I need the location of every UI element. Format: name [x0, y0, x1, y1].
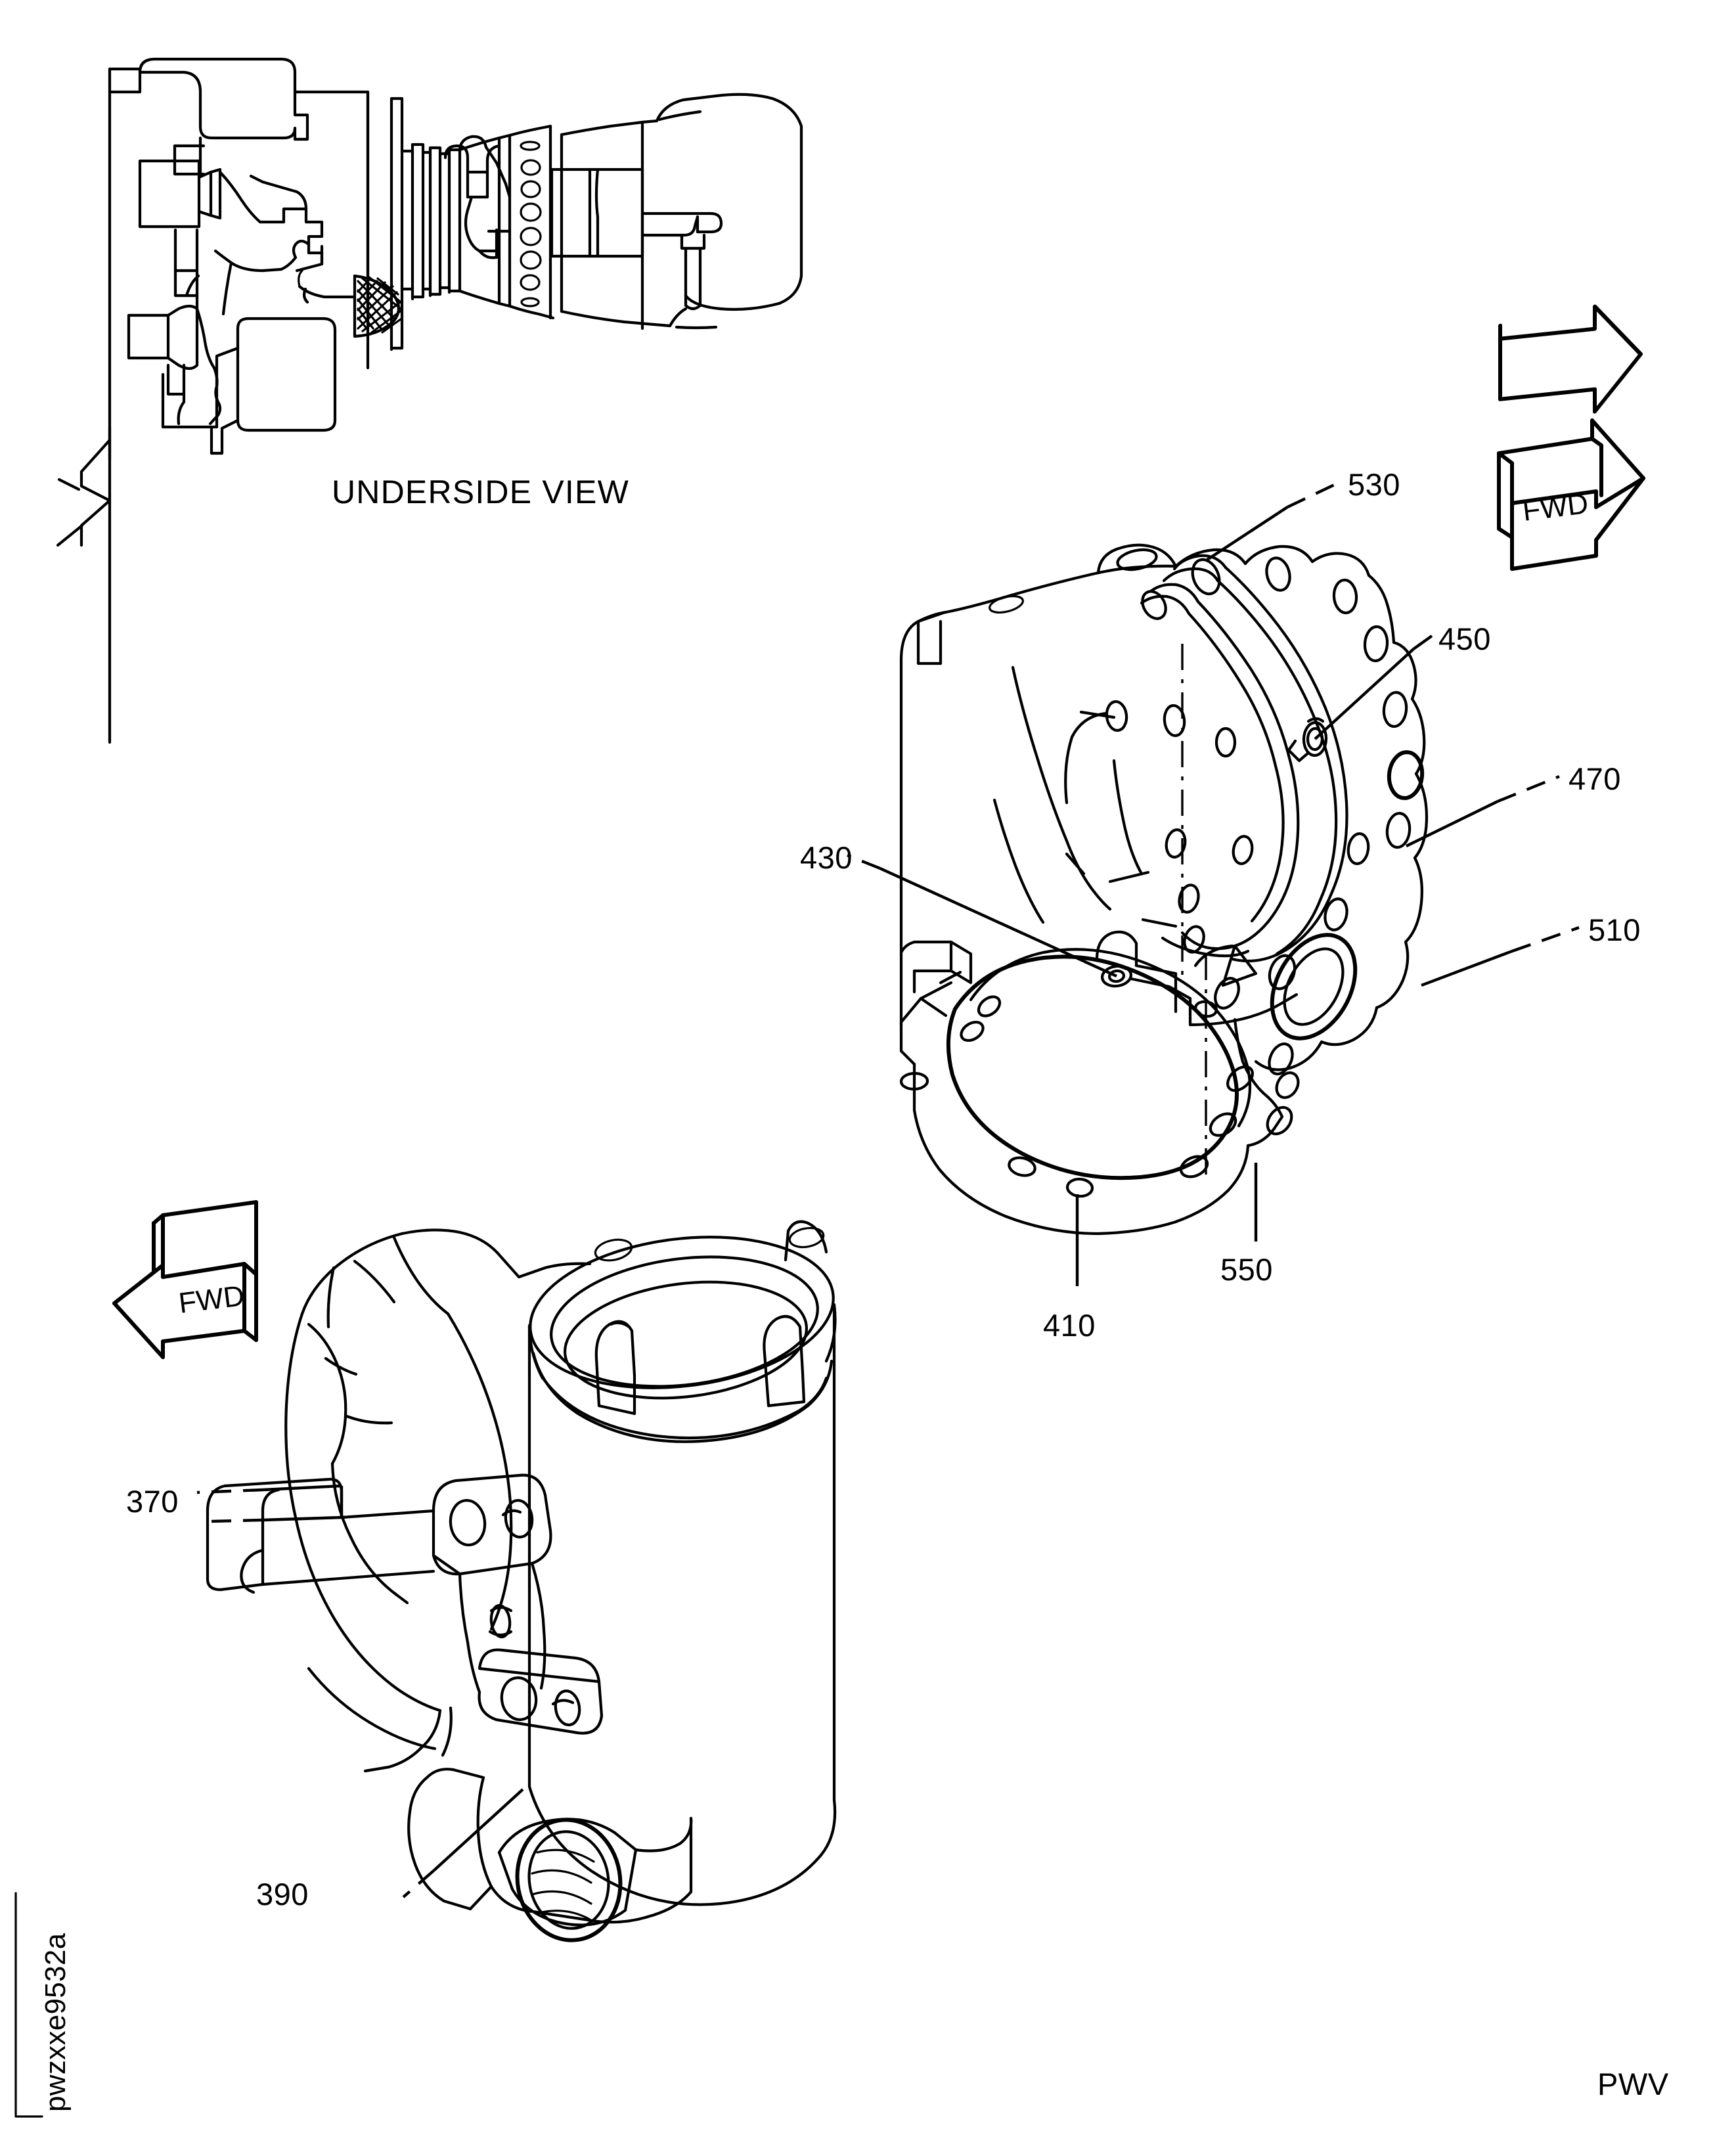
callout-470: 470 [1569, 761, 1621, 796]
fwd-arrow-upper [1497, 304, 1645, 571]
callout-530: 530 [1348, 467, 1400, 502]
fwd-arrow-lower [112, 1200, 258, 1359]
callout-550: 550 [1220, 1252, 1273, 1287]
callout-390: 390 [256, 1877, 309, 1912]
drawing-code-vertical: pwzxxe9532a [39, 1933, 72, 2112]
callout-410: 410 [1043, 1308, 1096, 1343]
upper-right-housing-assembly [899, 543, 1429, 1236]
leader-lines [196, 480, 1580, 1898]
callout-430: 430 [800, 840, 853, 875]
lower-left-housing-assembly [206, 1220, 837, 1942]
sheet-code: PWV [1597, 2067, 1669, 2101]
callout-510: 510 [1588, 912, 1641, 947]
underside-view-engine-schematic [56, 57, 803, 744]
underside-view-label: UNDERSIDE VIEW [332, 474, 629, 510]
sheet-code-bracket [14, 1892, 43, 2118]
callout-370: 370 [126, 1484, 179, 1519]
callout-450: 450 [1438, 621, 1491, 656]
